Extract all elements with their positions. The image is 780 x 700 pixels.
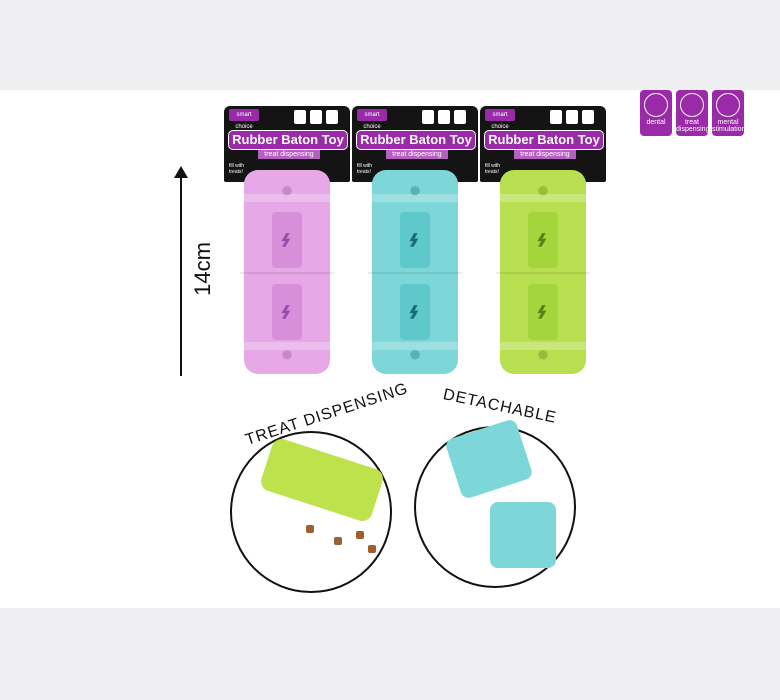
paw-icon: ●: [280, 341, 294, 366]
product-lime: smart choice Rubber Baton Toy treat disp…: [480, 106, 606, 380]
paw-icon: ●: [536, 341, 550, 366]
bone-cutout: ⌁: [272, 284, 302, 340]
bone-cutout: ⌁: [400, 284, 430, 340]
feature-label: dental: [646, 119, 666, 126]
brand-label: smart choice: [485, 109, 515, 130]
tooth-icon: [422, 110, 434, 124]
bone-icon: ⌁: [528, 304, 558, 320]
packaging-header: smart choice Rubber Baton Toy treat disp…: [480, 106, 606, 182]
feature-badge-dental: dental: [640, 90, 672, 136]
treat-dispensing-icon: [680, 93, 704, 117]
dimension-arrow-line: [180, 174, 182, 376]
product-subtitle: treat dispensing: [386, 150, 448, 159]
bone-cutout: ⌁: [528, 212, 558, 268]
baton-toy: ● ⌁ ⌁ ●: [368, 170, 462, 374]
feature-label: treat dispensing: [676, 119, 710, 133]
brand-label: smart choice: [357, 109, 387, 130]
product-pink: smart choice Rubber Baton Toy treat disp…: [224, 106, 350, 380]
toy-seam: [240, 272, 334, 274]
paw-icon: ●: [408, 341, 422, 366]
baton-toy: ● ⌁ ⌁ ●: [496, 170, 590, 374]
product-subtitle: treat dispensing: [514, 150, 576, 159]
tooth-icon: [294, 110, 306, 124]
bone-icon: ⌁: [400, 304, 430, 320]
dimension-label: 14cm: [189, 242, 215, 296]
brain-icon: [582, 110, 594, 124]
dimension-arrow-head: [174, 166, 188, 178]
treat-crumb: [356, 531, 364, 539]
toy-half-bottom: [490, 502, 556, 568]
packaging-header: smart choice Rubber Baton Toy treat disp…: [224, 106, 350, 182]
brain-icon: [716, 93, 740, 117]
treat-icon: [566, 110, 578, 124]
brand-label: smart choice: [229, 109, 259, 130]
tooth-icon: [550, 110, 562, 124]
baton-toy: ● ⌁ ⌁ ●: [240, 170, 334, 374]
bone-icon: ⌁: [528, 232, 558, 248]
packaging-header: smart choice Rubber Baton Toy treat disp…: [352, 106, 478, 182]
feature-mini-icons: [294, 110, 338, 124]
toy-seam: [496, 272, 590, 274]
treat-dispensing-callout: [230, 431, 392, 593]
toy-seam: [368, 272, 462, 274]
fill-text: fill with treats!: [357, 163, 373, 175]
treat-crumb: [334, 537, 342, 545]
treat-icon: [310, 110, 322, 124]
treat-icon: [438, 110, 450, 124]
fill-text: fill with treats!: [229, 163, 245, 175]
treat-crumb: [368, 545, 376, 553]
feature-mini-icons: [422, 110, 466, 124]
brain-icon: [454, 110, 466, 124]
fill-text: fill with treats!: [485, 163, 501, 175]
bone-cutout: ⌁: [528, 284, 558, 340]
paw-icon: ●: [280, 177, 294, 202]
product-teal: smart choice Rubber Baton Toy treat disp…: [352, 106, 478, 380]
bone-icon: ⌁: [272, 304, 302, 320]
feature-badge-mental: mental stimulation: [712, 90, 746, 136]
bone-icon: ⌁: [272, 232, 302, 248]
paw-icon: ●: [408, 177, 422, 202]
bone-icon: ⌁: [400, 232, 430, 248]
feature-mini-icons: [550, 110, 594, 124]
feature-badge-treat: treat dispensing: [676, 90, 710, 136]
product-title: Rubber Baton Toy: [228, 130, 348, 150]
bone-cutout: ⌁: [272, 212, 302, 268]
product-subtitle: treat dispensing: [258, 150, 320, 159]
bone-cutout: ⌁: [400, 212, 430, 268]
brain-icon: [326, 110, 338, 124]
tooth-icon: [644, 93, 668, 117]
detachable-callout: [414, 418, 576, 588]
product-title: Rubber Baton Toy: [484, 130, 604, 150]
paw-icon: ●: [536, 177, 550, 202]
treat-crumb: [306, 525, 314, 533]
product-title: Rubber Baton Toy: [356, 130, 476, 150]
feature-label: mental stimulation: [712, 119, 746, 133]
